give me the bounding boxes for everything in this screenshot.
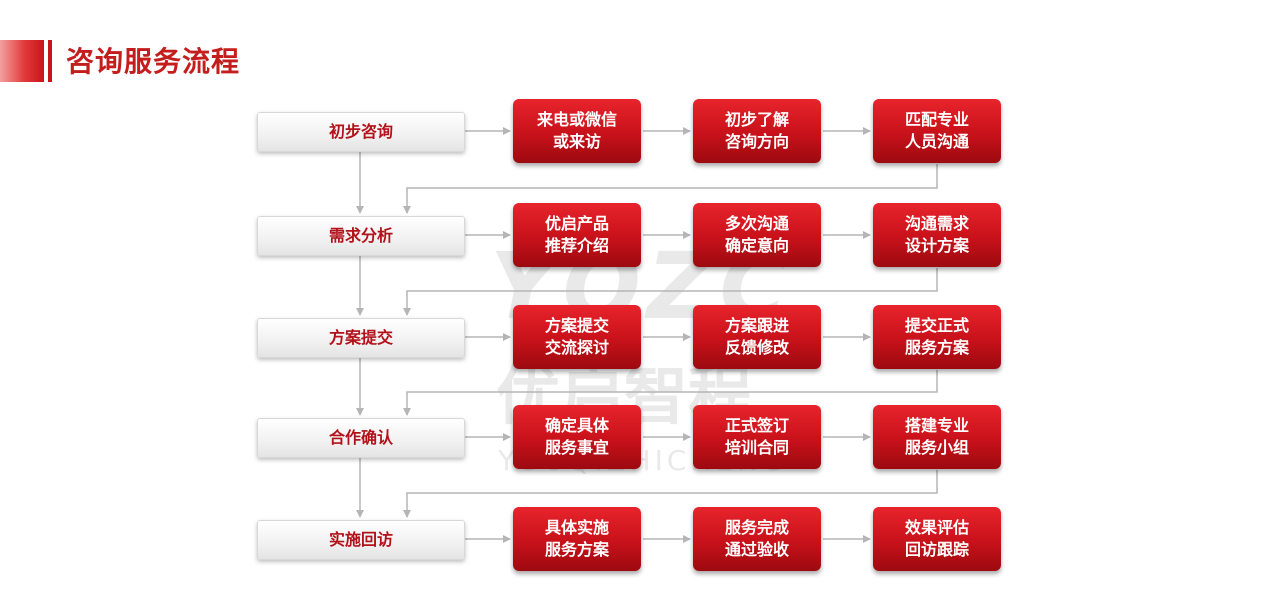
- step-text-line: 提交正式: [904, 316, 969, 335]
- step-text-line: 培训合同: [724, 438, 789, 457]
- step-text-line: 搭建专业: [904, 416, 969, 435]
- step-box: 具体实施服务方案: [513, 507, 641, 571]
- step-text-line: 服务方案: [544, 540, 609, 559]
- step-box: 效果评估回访跟踪: [873, 507, 1001, 571]
- step-text-line: 推荐介绍: [544, 236, 609, 255]
- step-text-line: 人员沟通: [904, 132, 969, 151]
- step-text-line: 或来访: [552, 132, 601, 151]
- step-text-line: 具体实施: [544, 518, 609, 537]
- step-text-line: 多次沟通: [724, 214, 789, 233]
- step-box: 来电或微信或来访: [513, 99, 641, 163]
- step-box: 匹配专业人员沟通: [873, 99, 1001, 163]
- step-text-line: 通过验收: [724, 540, 789, 559]
- step-box: 服务完成通过验收: [693, 507, 821, 571]
- step-text-line: 服务小组: [904, 438, 969, 457]
- stage-box: 实施回访: [257, 520, 465, 560]
- arrow-return-connector: [403, 370, 938, 416]
- step-box: 初步了解咨询方向: [693, 99, 821, 163]
- arrow-return-connector: [403, 268, 938, 316]
- page-title: 咨询服务流程: [66, 45, 241, 78]
- stage-box: 初步咨询: [257, 112, 465, 152]
- step-text-line: 效果评估: [904, 518, 969, 537]
- stage-box: 方案提交: [257, 318, 465, 358]
- step-text-line: 服务方案: [904, 338, 969, 357]
- step-text-line: 方案跟进: [724, 316, 789, 335]
- step-text-line: 优启产品: [544, 214, 609, 233]
- arrow-return-connector: [403, 470, 938, 518]
- step-text-line: 正式签订: [724, 416, 789, 435]
- stage-box: 需求分析: [257, 216, 465, 256]
- step-box: 搭建专业服务小组: [873, 405, 1001, 469]
- title-accent-block: [0, 40, 44, 82]
- step-box: 确定具体服务事宜: [513, 405, 641, 469]
- step-text-line: 反馈修改: [724, 338, 789, 357]
- step-text-line: 服务事宜: [544, 438, 609, 457]
- step-box: 方案提交交流探讨: [513, 305, 641, 369]
- step-box: 优启产品推荐介绍: [513, 203, 641, 267]
- step-box: 沟通需求设计方案: [873, 203, 1001, 267]
- stage-box: 合作确认: [257, 418, 465, 458]
- step-text-line: 设计方案: [904, 236, 969, 255]
- step-text-line: 确定具体: [544, 416, 609, 435]
- step-text-line: 咨询方向: [724, 132, 789, 151]
- step-text-line: 交流探讨: [544, 338, 609, 357]
- step-box: 正式签订培训合同: [693, 405, 821, 469]
- step-box: 多次沟通确定意向: [693, 203, 821, 267]
- step-box: 提交正式服务方案: [873, 305, 1001, 369]
- arrow-return-connector: [403, 164, 938, 214]
- title-accent-line: [48, 40, 52, 82]
- step-text-line: 匹配专业: [904, 110, 969, 129]
- step-text-line: 回访跟踪: [904, 540, 969, 559]
- step-box: 方案跟进反馈修改: [693, 305, 821, 369]
- step-text-line: 方案提交: [544, 316, 609, 335]
- step-text-line: 服务完成: [724, 518, 789, 537]
- step-text-line: 沟通需求: [904, 214, 969, 233]
- step-text-line: 初步了解: [724, 110, 789, 129]
- step-text-line: 确定意向: [724, 236, 789, 255]
- step-text-line: 来电或微信: [536, 110, 617, 129]
